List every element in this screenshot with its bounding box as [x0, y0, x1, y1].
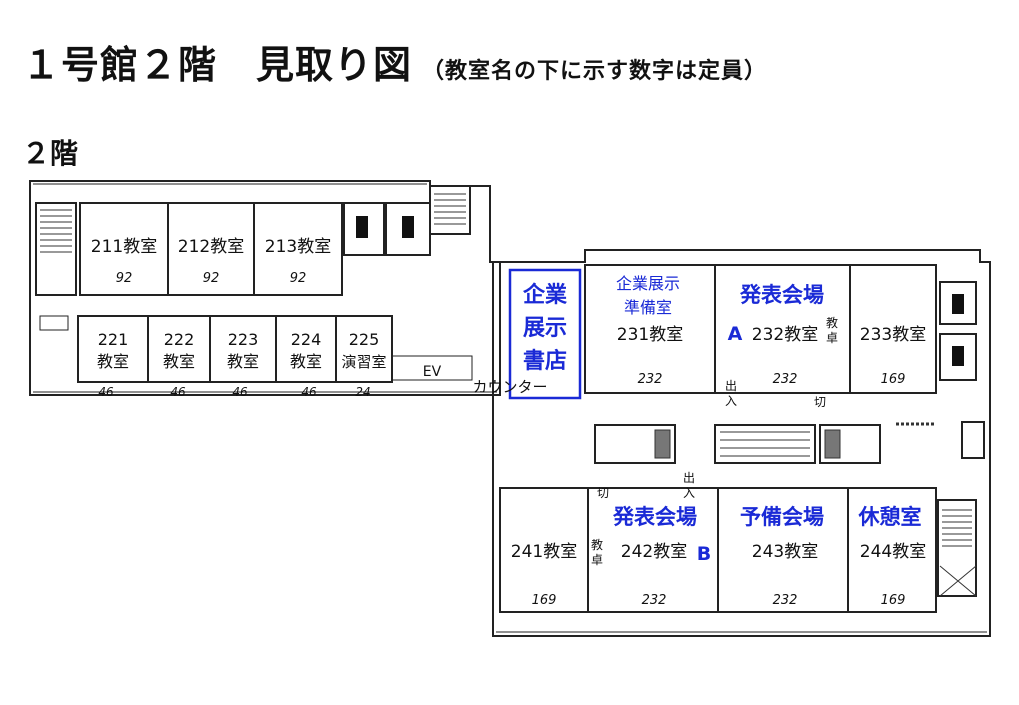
room-225-box: [335, 315, 393, 383]
elevator-label: EV: [423, 364, 442, 380]
room-222-cap: 46: [170, 385, 186, 399]
lectern-label-2b: 卓: [591, 553, 603, 567]
room-243-cap: 232: [773, 593, 798, 608]
room-223-box: [209, 315, 277, 383]
page-subtitle: （教室名の下に示す数字は定員）: [422, 59, 768, 84]
room-212-label: 212教室: [178, 237, 244, 257]
room-223-number: 223: [228, 330, 259, 349]
room-222-kind: 教室: [163, 352, 195, 371]
room-221-kind: 教室: [97, 352, 129, 371]
room-221-cap: 46: [98, 385, 114, 399]
room-233-label: 233教室: [860, 325, 926, 345]
room-224-box: [275, 315, 337, 383]
restroom-1: [343, 202, 385, 256]
exhibit-area-box: [508, 268, 582, 400]
room-213-cap: 92: [290, 271, 307, 286]
room-242-cap: 232: [642, 593, 667, 608]
room-225-number: 225: [349, 330, 380, 349]
room-225-cap: 24: [355, 385, 370, 399]
room-222-number: 222: [164, 330, 195, 349]
room-243-label: 243教室: [752, 542, 818, 562]
shaft: [961, 421, 985, 459]
stair-left: [35, 202, 77, 296]
room-241-cap: 169: [532, 593, 557, 608]
exit-label-2b: 入: [683, 486, 695, 500]
reserve-venue-label: 予備会場: [740, 505, 824, 529]
room-211-cap: 92: [116, 271, 133, 286]
room-233-cap: 169: [881, 372, 906, 387]
stair-mid-2: [714, 424, 816, 464]
room-224-number: 224: [291, 330, 322, 349]
room-232-cap: 232: [773, 372, 798, 387]
restroom-icon: [402, 216, 414, 238]
restroom-icon: [952, 346, 964, 366]
exit-label-1a: 出: [725, 379, 737, 393]
room-241-label: 241教室: [511, 542, 577, 562]
title-text: １号館２階 見取り図: [22, 43, 413, 87]
exit-label-1b: 入: [725, 394, 737, 408]
restroom-icon: [356, 216, 368, 238]
stair-center: [429, 185, 471, 235]
room-231-label: 231教室: [617, 325, 683, 345]
room-211-label: 211教室: [91, 237, 157, 257]
room-225-kind: 演習室: [341, 353, 386, 371]
restroom-4: [939, 333, 977, 381]
lectern-label-1a: 教: [826, 315, 838, 330]
venue-b-label: 発表会場: [612, 505, 697, 529]
left-wing-outline: [29, 180, 501, 396]
room-224-cap: 46: [301, 385, 317, 399]
right-wing-outline: [492, 249, 991, 637]
room-231-note-1: 企業展示: [616, 274, 680, 293]
vent-left: [39, 315, 69, 331]
stair-mid-3: [819, 424, 881, 464]
lectern-label-1b: 卓: [826, 331, 838, 345]
venue-a-mark: A: [728, 323, 743, 345]
room-242-label: 242教室: [621, 542, 687, 562]
exit-label-2a: 出: [683, 471, 695, 485]
room-213-label: 213教室: [265, 237, 331, 257]
lectern-label-2a: 教: [591, 537, 603, 552]
floor-label: ２階: [22, 137, 79, 170]
room-213-box: [253, 202, 343, 296]
room-244-box: [847, 487, 937, 613]
room-231-note-2: 準備室: [624, 298, 672, 317]
room-231-cap: 232: [638, 372, 663, 387]
switch-label-2: 切: [597, 486, 609, 500]
room-244-cap: 169: [881, 593, 906, 608]
room-223-cap: 46: [232, 385, 248, 399]
room-223-kind: 教室: [227, 352, 259, 371]
room-244-label: 244教室: [860, 542, 926, 562]
exhibit-label-1: 企業: [522, 282, 568, 308]
exhibit-label-3: 書店: [523, 348, 567, 374]
venue-a-label: 発表会場: [739, 283, 824, 307]
stair-right: [937, 499, 977, 597]
room-221-number: 221: [98, 330, 129, 349]
page-title: １号館２階 見取り図 （教室名の下に示す数字は定員）: [22, 34, 767, 89]
room-224-kind: 教室: [290, 352, 322, 371]
room-212-cap: 92: [203, 271, 220, 286]
elevator-box: [391, 355, 473, 381]
stair-mid-1: [594, 424, 676, 464]
room-233-box: [849, 264, 937, 394]
venue-b-mark: B: [697, 543, 711, 565]
restroom-3: [939, 281, 977, 325]
room-232-label: 232教室: [752, 325, 818, 345]
room-222-box: [147, 315, 211, 383]
restroom-icon: [952, 294, 964, 314]
room-221-box: [77, 315, 149, 383]
exhibit-label-2: 展示: [523, 316, 567, 341]
lounge-label: 休憩室: [858, 505, 922, 529]
counter-label: カウンター: [472, 378, 547, 396]
switch-label-1: 切: [814, 395, 826, 409]
